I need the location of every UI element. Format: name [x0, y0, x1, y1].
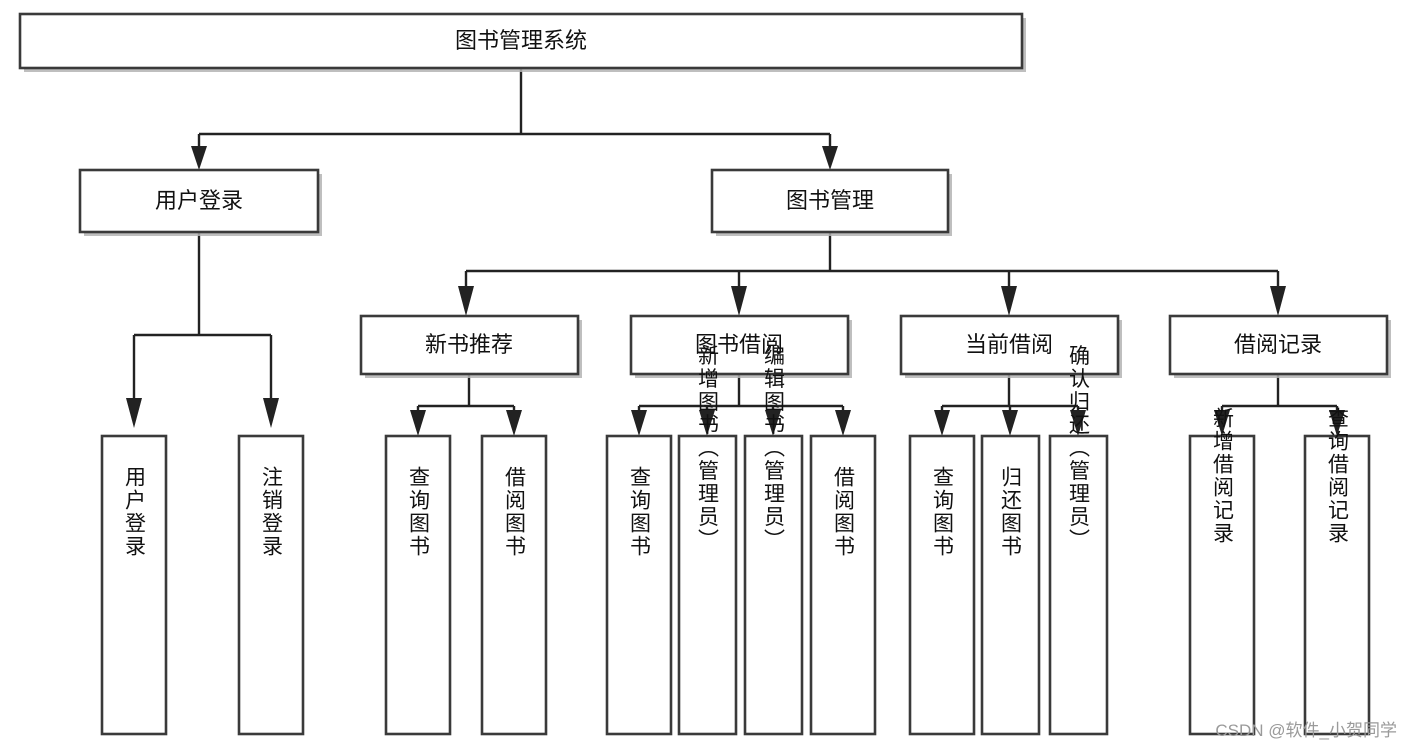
arrowhead-leaf-return-book — [1002, 410, 1018, 436]
arrowhead-leaf-add-record — [1214, 410, 1230, 436]
arrowhead-user-login — [191, 146, 207, 170]
arrowhead-leaf-edit-book — [765, 410, 781, 436]
arrowhead-leaf-query-book-3 — [934, 410, 950, 436]
arrowhead-leaf-query-book-1 — [410, 410, 426, 436]
node-book-management-box[interactable] — [710, 168, 950, 234]
leaf-user-logout-box[interactable] — [237, 434, 305, 736]
leaf-query-book-3[interactable]: 查询图书 — [908, 434, 976, 736]
leaf-query-record-box[interactable] — [1303, 434, 1371, 736]
leaf-query-book-3-box[interactable] — [908, 434, 976, 736]
arrowhead-leaf-query-book-2 — [631, 410, 647, 436]
node-new-book-recommend[interactable]: 新书推荐 — [359, 314, 580, 376]
leaf-edit-book-label: 编辑图书（管理员） — [762, 345, 786, 552]
leaf-user-logout-label: 注销登录 — [260, 466, 284, 558]
node-current-borrow-label: 当前借阅 — [965, 332, 1053, 357]
node-borrow-record-box[interactable] — [1168, 314, 1389, 376]
leaf-borrow-book-2-label: 借阅图书 — [832, 466, 856, 558]
leaf-add-record-label: 新增借阅记录 — [1211, 407, 1235, 545]
arrowhead-book-borrow — [731, 286, 747, 316]
node-book-management[interactable]: 图书管理 — [710, 168, 950, 234]
node-root-box[interactable] — [18, 12, 1024, 70]
node-borrow-record-label: 借阅记录 — [1234, 332, 1322, 357]
node-current-borrow-box[interactable] — [899, 314, 1120, 376]
arrowhead-leaf-add-book — [699, 410, 715, 436]
leaf-return-book-box[interactable] — [980, 434, 1041, 736]
leaf-edit-book-box[interactable] — [743, 434, 804, 736]
leaf-query-record[interactable]: 查询借阅记录 — [1303, 407, 1371, 736]
arrowhead-new-book-recommend — [458, 286, 474, 316]
leaf-edit-book[interactable]: 编辑图书（管理员） — [743, 345, 804, 736]
leaf-query-book-1-label: 查询图书 — [407, 466, 431, 558]
node-user-login-box[interactable] — [78, 168, 320, 234]
node-new-book-recommend-label: 新书推荐 — [425, 332, 513, 357]
arrowhead-current-borrow — [1001, 286, 1017, 316]
arrowhead-book-management — [822, 146, 838, 170]
arrowhead-leaf-query-record — [1329, 410, 1345, 436]
leaf-add-record[interactable]: 新增借阅记录 — [1188, 407, 1256, 736]
leaf-borrow-book-1[interactable]: 借阅图书 — [480, 434, 548, 736]
leaf-confirm-return[interactable]: 确认归还（管理员） — [1048, 345, 1109, 736]
leaf-borrow-book-2[interactable]: 借阅图书 — [809, 434, 877, 736]
arrowhead-leaf-user-logout — [263, 398, 279, 428]
leaf-borrow-book-2-box[interactable] — [809, 434, 877, 736]
leaf-borrow-book-1-box[interactable] — [480, 434, 548, 736]
leaf-add-book-label: 新增图书（管理员） — [696, 345, 720, 552]
node-user-login[interactable]: 用户登录 — [78, 168, 320, 234]
leaf-borrow-book-1-label: 借阅图书 — [503, 466, 527, 558]
node-new-book-recommend-box[interactable] — [359, 314, 580, 376]
node-root[interactable]: 图书管理系统 — [18, 12, 1024, 70]
leaf-user-login[interactable]: 用户登录 — [100, 434, 168, 736]
leaf-query-record-label: 查询借阅记录 — [1326, 407, 1350, 545]
leaf-query-book-2-box[interactable] — [605, 434, 673, 736]
leaf-confirm-return-box[interactable] — [1048, 434, 1109, 736]
arrowhead-leaf-borrow-book-2 — [835, 410, 851, 436]
leaf-query-book-1-box[interactable] — [384, 434, 452, 736]
leaf-query-book-1[interactable]: 查询图书 — [384, 434, 452, 736]
leaf-user-login-box[interactable] — [100, 434, 168, 736]
node-book-borrow-label: 图书借阅 — [695, 332, 783, 357]
node-borrow-record[interactable]: 借阅记录 — [1168, 314, 1389, 376]
leaf-confirm-return-label: 确认归还（管理员） — [1067, 345, 1091, 552]
leaf-add-book-box[interactable] — [677, 434, 738, 736]
node-book-management-label: 图书管理 — [786, 188, 874, 213]
leaf-user-logout[interactable]: 注销登录 — [237, 434, 305, 736]
leaf-add-record-box[interactable] — [1188, 434, 1256, 736]
leaf-add-book[interactable]: 新增图书（管理员） — [677, 345, 738, 736]
connector-layer — [126, 68, 1345, 436]
node-root-label: 图书管理系统 — [455, 28, 587, 53]
arrowhead-leaf-confirm-return — [1070, 410, 1086, 436]
leaf-query-book-3-label: 查询图书 — [931, 466, 955, 558]
leaf-return-book[interactable]: 归还图书 — [980, 434, 1041, 736]
arrowhead-leaf-user-login — [126, 398, 142, 428]
leaf-return-book-label: 归还图书 — [999, 466, 1023, 558]
arrowhead-borrow-record — [1270, 286, 1286, 316]
node-book-borrow-box[interactable] — [629, 314, 850, 376]
arrowhead-leaf-borrow-book-1 — [506, 410, 522, 436]
node-user-login-label: 用户登录 — [155, 188, 243, 213]
leaf-user-login-label: 用户登录 — [123, 466, 147, 558]
csdn-watermark: CSDN @软件_小贺同学 — [1215, 721, 1397, 740]
node-current-borrow[interactable]: 当前借阅 — [899, 314, 1120, 376]
leaf-query-book-2-label: 查询图书 — [628, 466, 652, 558]
node-book-borrow[interactable]: 图书借阅 — [629, 314, 850, 376]
leaf-query-book-2[interactable]: 查询图书 — [605, 434, 673, 736]
